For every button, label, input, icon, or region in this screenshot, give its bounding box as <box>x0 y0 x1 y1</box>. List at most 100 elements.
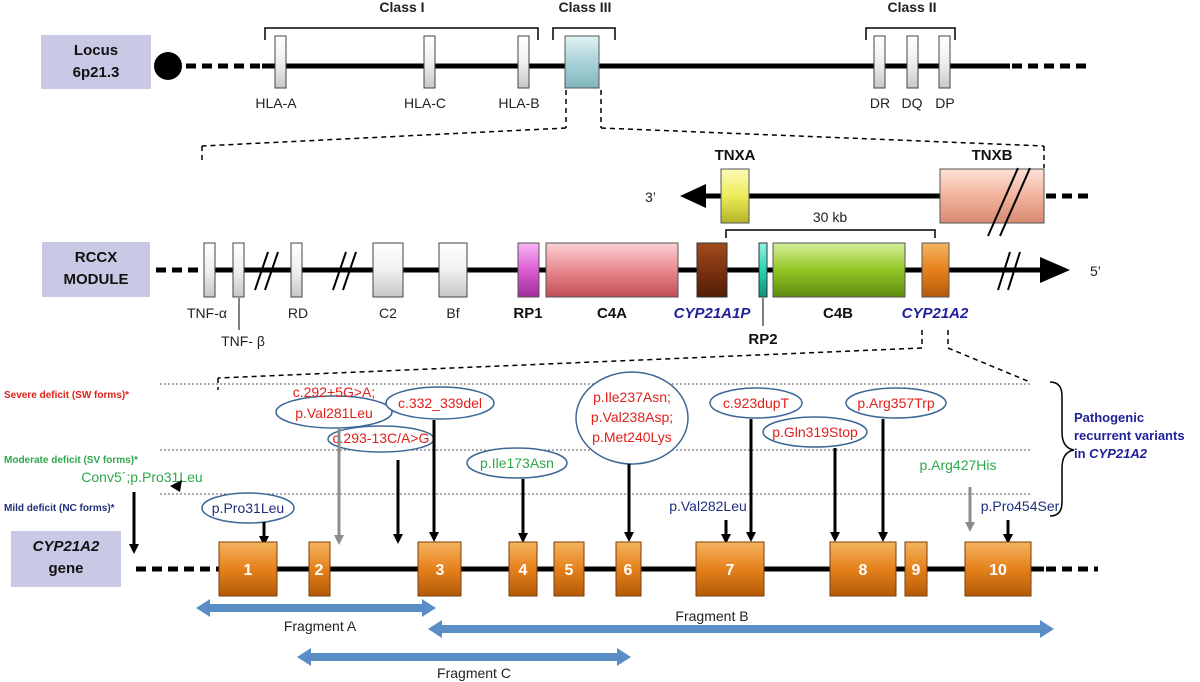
variant-arg357: p.Arg357Trp <box>857 395 935 411</box>
exon-10-label: 10 <box>989 562 1007 579</box>
rp1-gene <box>517 242 540 298</box>
rd-gene <box>290 242 303 298</box>
exon-3-label: 3 <box>436 562 445 579</box>
variant-pill-c292 <box>275 395 393 429</box>
variant-pill-pro31 <box>201 492 295 524</box>
c2-gene <box>372 242 404 298</box>
variant-pill-gln319 <box>762 416 868 448</box>
c2-label: C2 <box>379 305 397 321</box>
fragment-c-label: Fragment C <box>437 665 511 681</box>
class-ii-label: Class II <box>887 0 936 15</box>
exon-8 <box>829 541 897 597</box>
five-prime-label: 5’ <box>1090 263 1101 279</box>
tnxa-gene <box>720 168 750 224</box>
fragment-a-label: Fragment A <box>284 618 357 634</box>
tnxb-break-mark-1 <box>987 167 1019 237</box>
fragment-c-arrow <box>297 648 631 666</box>
variant-pill-ile237 <box>575 371 689 465</box>
break-mark-c1 <box>997 251 1011 291</box>
pathogenic-label-line1: Pathogenic <box>1074 410 1144 425</box>
c4b-label: C4B <box>823 305 853 322</box>
variant-c292-line1: c.292+5G>A; <box>293 384 376 400</box>
break-mark-a1 <box>254 251 269 291</box>
rccx-label-box <box>42 242 150 297</box>
exon-7-label: 7 <box>726 562 735 579</box>
variant-pill-c923 <box>709 387 803 419</box>
exon-6 <box>615 541 642 597</box>
exon-4-label: 4 <box>519 562 528 579</box>
hla-c-gene <box>423 35 436 89</box>
zoom2-line-right-2 <box>947 347 1031 383</box>
class-ii-bracket <box>865 27 956 40</box>
hla-b-gene <box>517 35 530 89</box>
cyp21a2-label: CYP21A2 <box>902 305 969 322</box>
variant-c293: c.293-13C/A>G <box>333 430 430 446</box>
dr-label: DR <box>870 95 890 111</box>
tnf-beta-gene <box>232 242 245 298</box>
hla-a-gene <box>274 35 287 89</box>
class-iii-region <box>564 35 600 89</box>
span-30kb-label: 30 kb <box>813 209 847 225</box>
span-30kb-bracket <box>725 229 936 238</box>
rccx-label-line1: RCCX <box>75 249 118 266</box>
rd-label: RD <box>288 305 308 321</box>
dr-gene <box>873 35 886 89</box>
exon-5 <box>553 541 585 597</box>
exon-2-label: 2 <box>315 562 324 579</box>
variant-c332: c.332_339del <box>398 395 482 411</box>
fragment-b-label: Fragment B <box>675 608 748 624</box>
exon-2 <box>308 541 331 597</box>
cyp21a2-gene-block <box>921 242 950 298</box>
three-prime-label: 3’ <box>645 189 656 205</box>
exon-10 <box>964 541 1032 597</box>
class-i-label: Class I <box>379 0 424 15</box>
gene-label-line1: CYP21A2 <box>33 538 100 555</box>
tnxb-break-mark-2 <box>999 167 1031 237</box>
rp2-label: RP2 <box>748 331 777 348</box>
class-iii-label: Class III <box>559 0 612 15</box>
variant-val282: p.Val282Leu <box>669 498 747 514</box>
tnf-beta-label: TNF- β <box>221 333 265 349</box>
break-mark-b1 <box>332 251 347 291</box>
tnxa-label: TNXA <box>715 147 756 164</box>
variant-ile173: p.Ile173Asn <box>480 455 554 471</box>
variant-pro31: p.Pro31Leu <box>212 500 284 516</box>
tnf-alpha-label: TNF-α <box>187 305 227 321</box>
cyp21a1p-gene <box>696 242 728 298</box>
dp-gene <box>938 35 951 89</box>
variant-c923: c.923dupT <box>723 395 790 411</box>
moderate-deficit-label: Moderate deficit (SV forms)* <box>4 455 138 466</box>
exon-6-label: 6 <box>624 562 633 579</box>
exon-9 <box>904 541 928 597</box>
rccx-arrowhead <box>1040 257 1070 283</box>
tnxb-gene <box>939 168 1045 224</box>
bf-label: Bf <box>446 305 459 321</box>
exon-1-label: 1 <box>244 562 253 579</box>
exon-7 <box>695 541 765 597</box>
conv5-pointer <box>170 480 182 492</box>
variant-ile237-line2: p.Val238Asp; <box>591 409 673 425</box>
exon-8-label: 8 <box>859 562 868 579</box>
zoom-line-right-2 <box>600 127 1045 147</box>
variant-c292-line2: p.Val281Leu <box>295 405 373 421</box>
break-mark-a2 <box>264 251 279 291</box>
variant-conv5: Conv5´;p.Pro31Leu <box>81 469 202 485</box>
dq-label: DQ <box>902 95 923 111</box>
mild-deficit-label: Mild deficit (NC forms)* <box>4 503 115 514</box>
break-mark-b2 <box>342 251 357 291</box>
rccx-label-line2: MODULE <box>64 271 129 288</box>
locus-label-line2: 6p21.3 <box>73 64 120 81</box>
severe-deficit-label: Severe deficit (SW forms)* <box>4 390 129 401</box>
centromere-dot <box>154 52 182 80</box>
cyp21a1p-label: CYP21A1P <box>674 305 752 322</box>
dp-label: DP <box>935 95 954 111</box>
hla-a-label: HLA-A <box>255 95 297 111</box>
pathogenic-brace <box>1049 381 1075 517</box>
tnf-alpha-gene <box>203 242 216 298</box>
gene-label-line2: gene <box>48 560 83 577</box>
zoom2-line-left-2 <box>217 347 923 379</box>
variant-arg427: p.Arg427His <box>919 457 996 473</box>
exon-5-label: 5 <box>565 562 574 579</box>
variant-ile237-line1: p.Ile237Asn; <box>593 389 671 405</box>
